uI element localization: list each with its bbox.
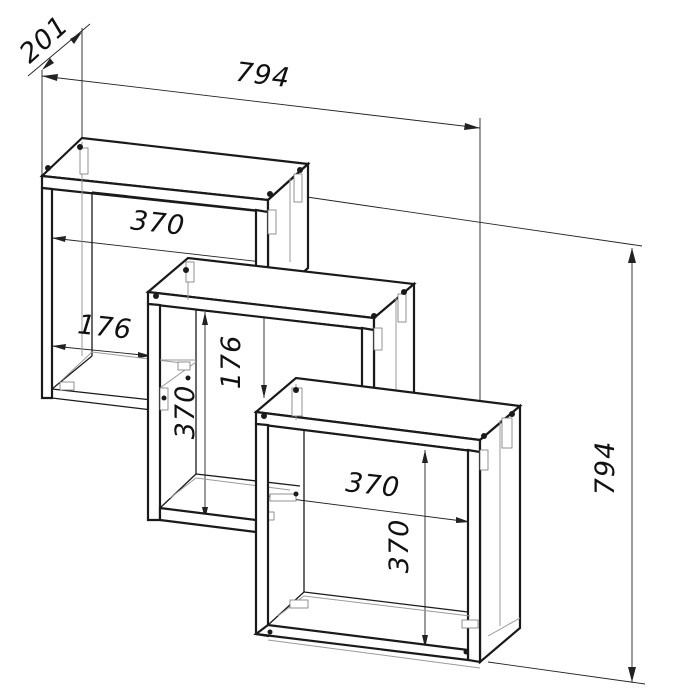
depth-label: 201	[14, 10, 75, 70]
dimension-labels: 794 201 794 370 176 176 370 370 370	[14, 10, 621, 573]
dimension-lines	[27, 23, 646, 685]
bottom-right-width-label: 370	[344, 467, 401, 504]
overall-width-label: 794	[234, 57, 292, 94]
module-bottom-right	[253, 376, 523, 669]
bottom-right-height-label: 370	[384, 519, 415, 574]
middle-vertical-label: 370	[170, 385, 201, 440]
top-left-height-label: 176	[76, 309, 133, 346]
module-top-left	[39, 136, 311, 411]
middle-height-label: 176	[216, 335, 247, 390]
overall-height-label: 794	[590, 441, 621, 496]
top-left-width-label: 370	[129, 205, 186, 242]
